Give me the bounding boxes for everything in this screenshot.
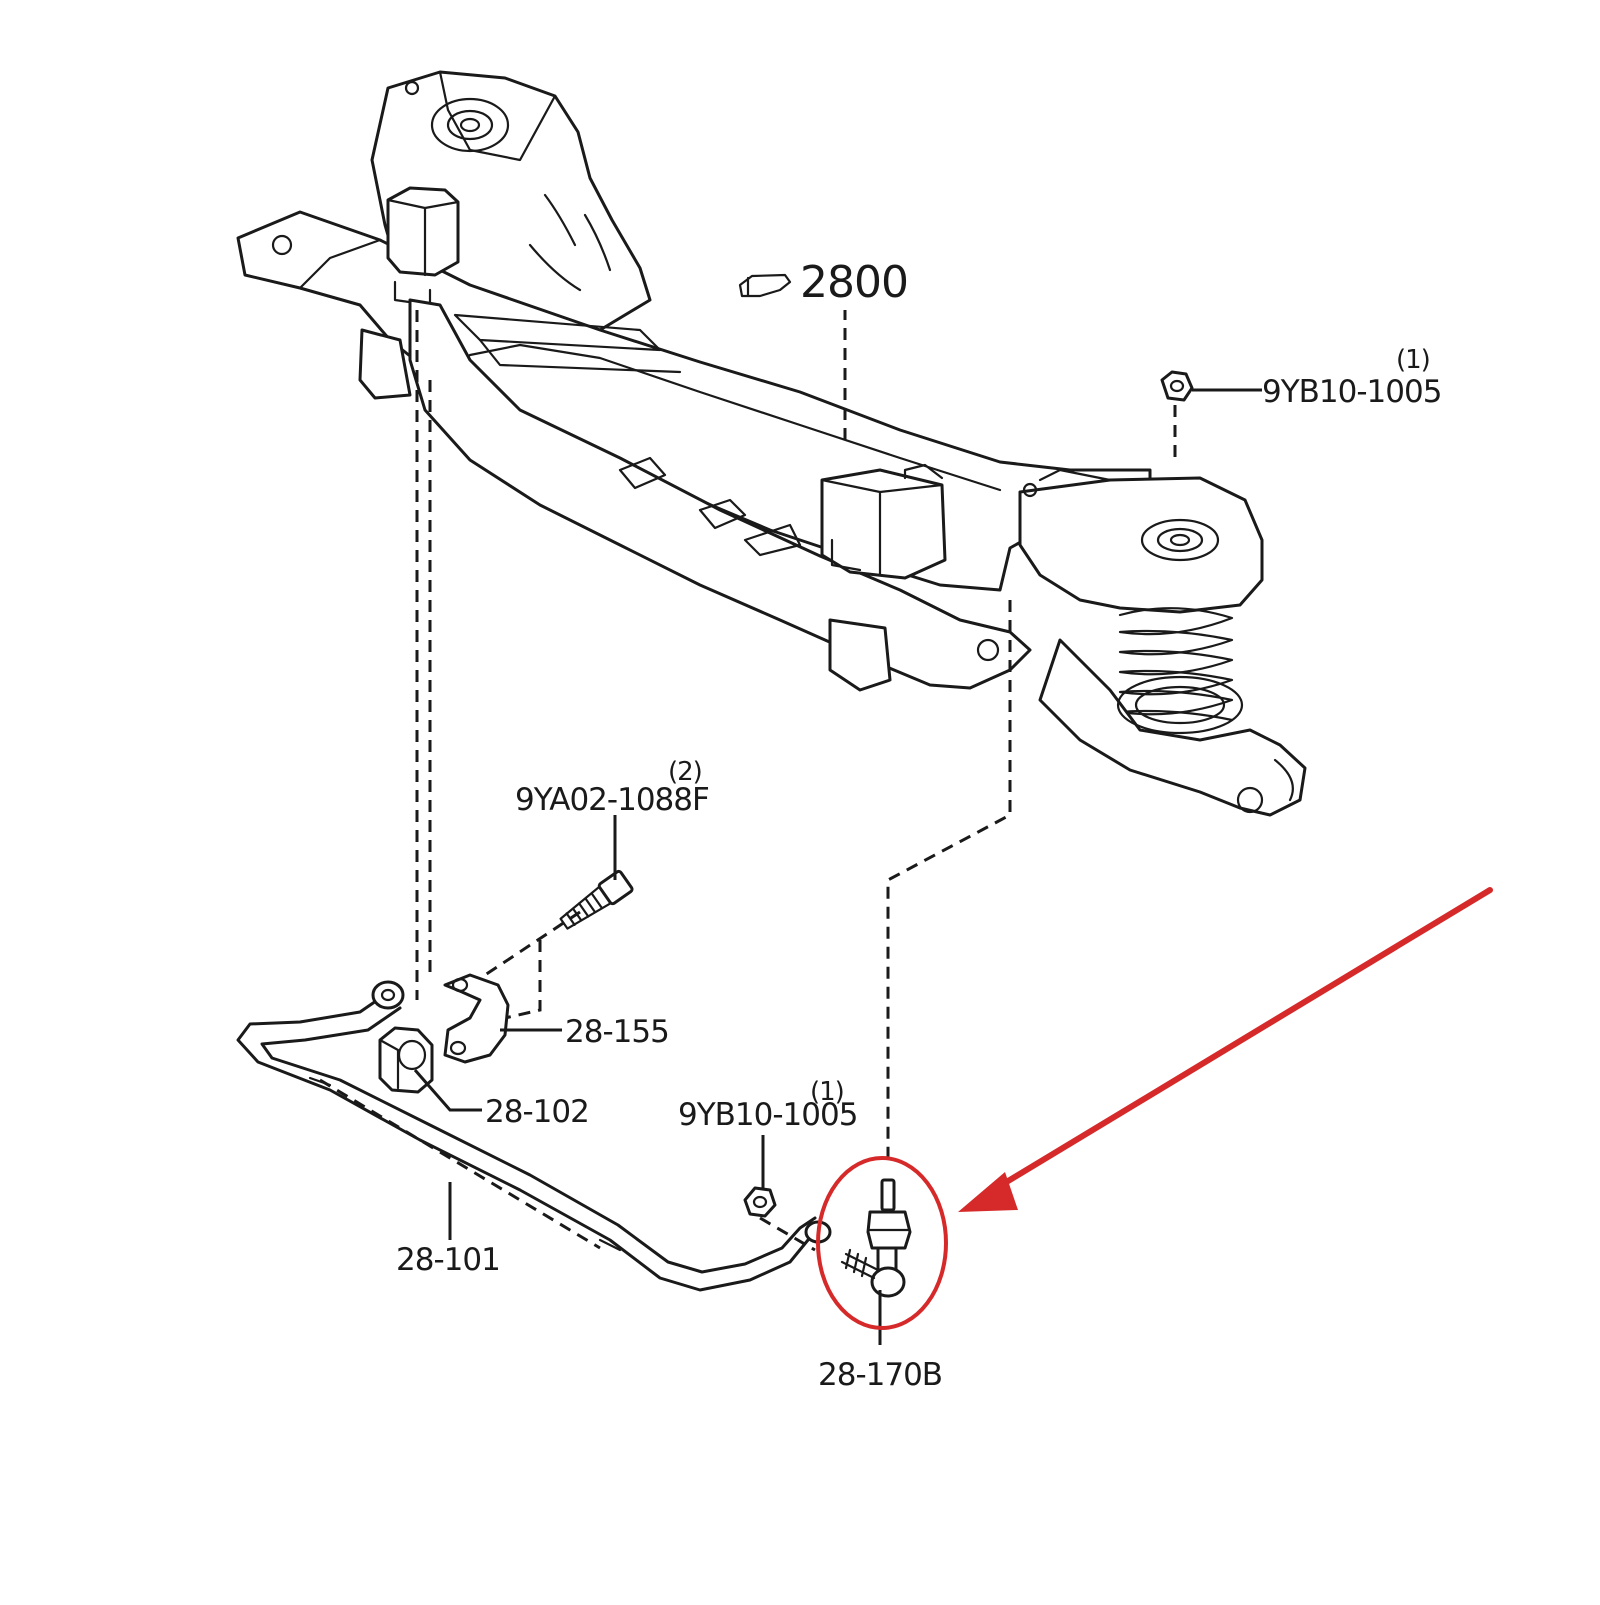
part-number-top-nut: 9YB10-1005 [1262,374,1441,410]
part-number-bushing: 28-102 [485,1094,589,1130]
pointing-hand-icon [738,273,792,298]
part-number-bracket: 28-155 [565,1014,669,1050]
leader-lines [413,388,1262,1345]
stabilizer-assembly-drawing [236,370,1194,1298]
part-number-bolt: 9YA02-1088F [515,782,709,818]
part-number-stabilizer-link: 28-170B [818,1357,942,1393]
part-number-lower-nut: 9YB10-1005 [678,1097,857,1133]
qty-bolt: (2) [668,757,702,787]
qty-top-nut: (1) [1396,345,1430,375]
highlight-arrow [958,887,1493,1212]
crossmember-drawing [236,70,1307,817]
highlight-circle [816,1156,948,1330]
part-number-stabilizer-bar: 28-101 [396,1242,500,1278]
qty-lower-nut: (1) [810,1077,844,1107]
assembly-guide-lines [415,310,1177,1252]
part-number-2800: 2800 [800,257,908,308]
